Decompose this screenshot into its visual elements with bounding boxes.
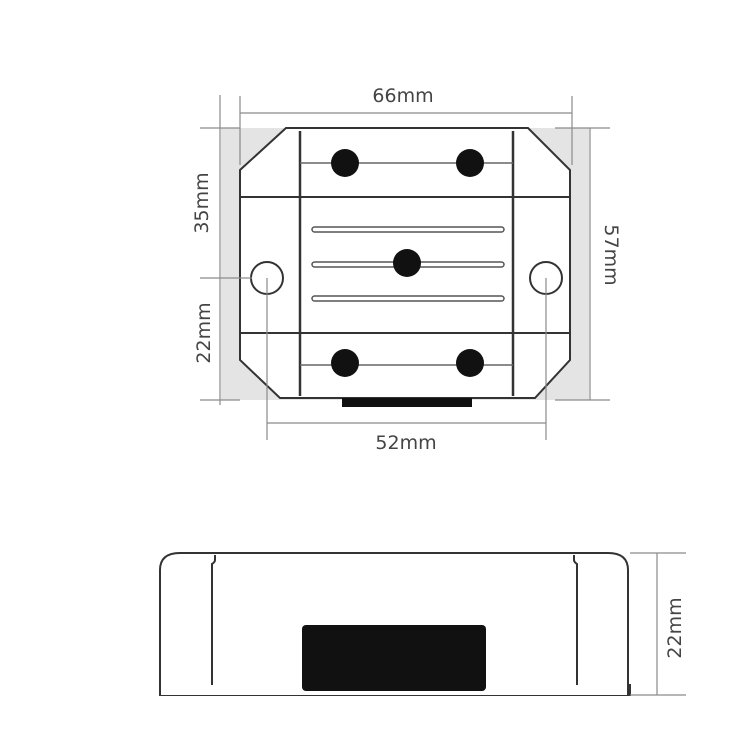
screw-dot — [456, 349, 484, 377]
side-view — [159, 552, 631, 696]
side-end-cap — [211, 555, 216, 685]
side-view-dimensions — [630, 552, 686, 696]
screw-dot — [456, 149, 484, 177]
top-view-dimensions — [200, 95, 610, 440]
side-cable-outlet — [302, 625, 486, 691]
fin — [311, 226, 505, 233]
screw-dot — [331, 349, 359, 377]
dim-label-52mm: 52mm — [375, 432, 436, 454]
side-end-cap — [573, 555, 578, 685]
screw-dot — [393, 249, 421, 277]
dim-label-22mm-side: 22mm — [664, 597, 686, 658]
top-view — [221, 127, 589, 407]
dim-label-22mm-top: 22mm — [193, 302, 215, 363]
side-body — [159, 552, 629, 695]
dim-label-66mm: 66mm — [372, 85, 433, 107]
dim-label-35mm: 35mm — [191, 172, 213, 233]
dim-label-57mm: 57mm — [600, 224, 622, 285]
fin — [311, 295, 505, 302]
screw-dot — [331, 149, 359, 177]
cable-outlet — [342, 398, 472, 407]
